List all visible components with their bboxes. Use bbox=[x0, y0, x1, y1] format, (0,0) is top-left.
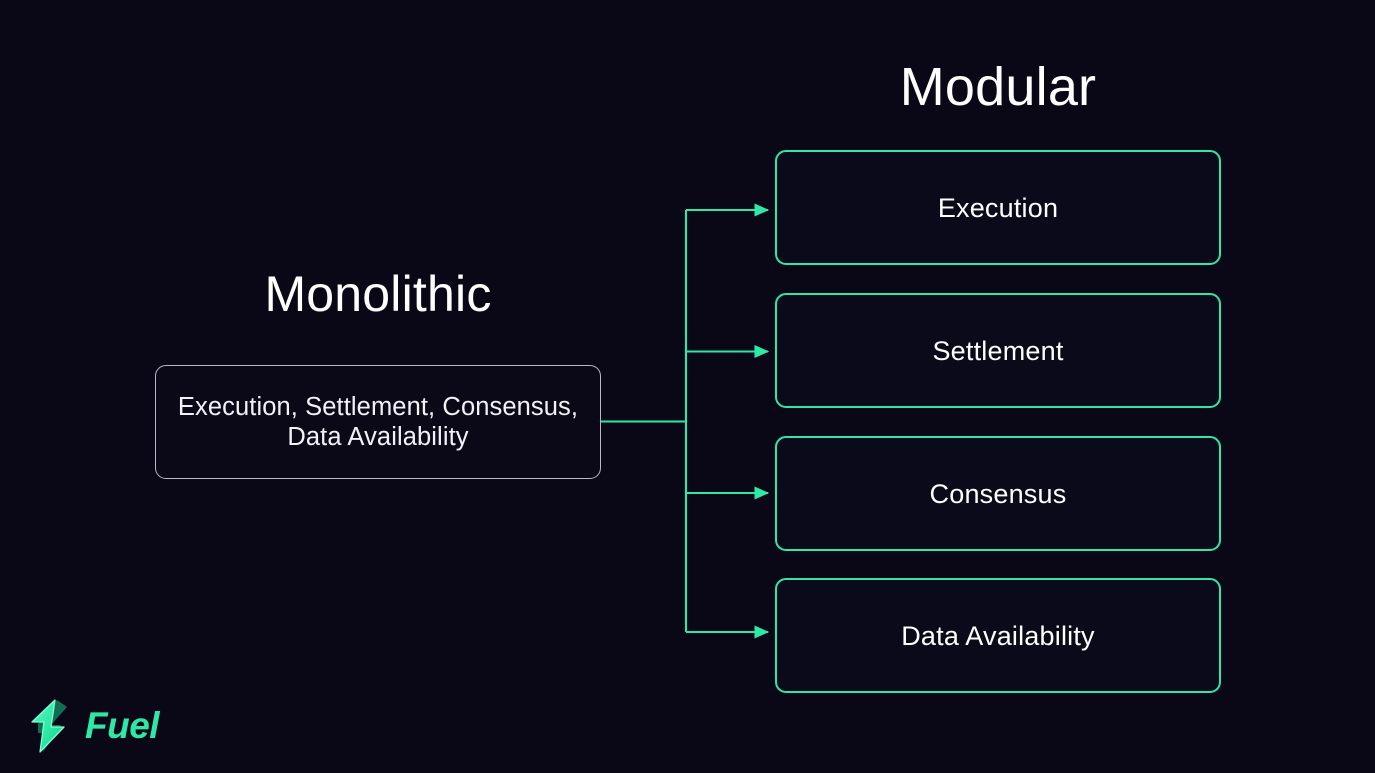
modular-box-execution: Execution bbox=[775, 150, 1221, 265]
fuel-wordmark: Fuel bbox=[85, 705, 160, 746]
monolithic-box-label: Execution, Settlement, Consensus, Data A… bbox=[177, 393, 579, 451]
modular-box-data-availability: Data Availability bbox=[775, 578, 1221, 693]
modular-box-label: Consensus bbox=[929, 478, 1067, 509]
monolithic-heading: Monolithic bbox=[264, 266, 492, 322]
fuel-logo: Fuel bbox=[26, 696, 160, 756]
modular-box-settlement: Settlement bbox=[775, 293, 1221, 408]
modular-box-label: Data Availability bbox=[901, 620, 1095, 651]
modular-heading: Modular bbox=[899, 57, 1097, 117]
lightning-bolt-icon bbox=[31, 699, 67, 753]
modular-box-label: Execution bbox=[937, 192, 1059, 223]
modular-box-label: Settlement bbox=[932, 335, 1064, 366]
monolithic-box: Execution, Settlement, Consensus, Data A… bbox=[155, 365, 601, 479]
modular-box-consensus: Consensus bbox=[775, 436, 1221, 551]
